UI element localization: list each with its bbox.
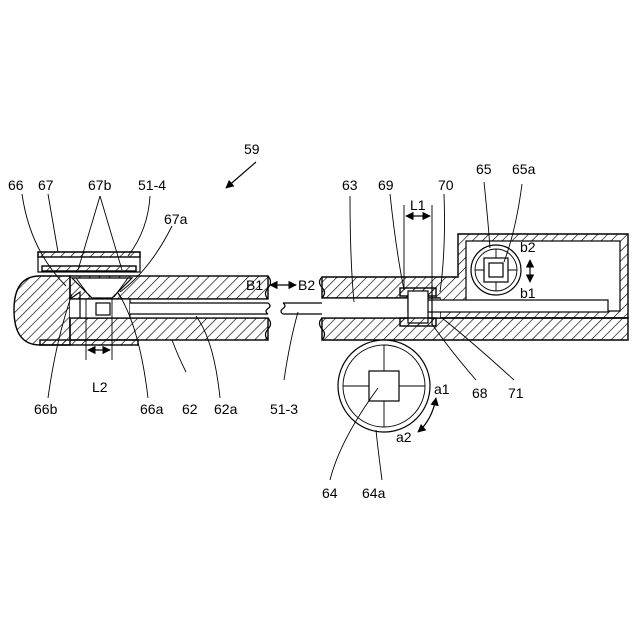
label-65: 65	[476, 161, 492, 177]
label-b2: b2	[520, 239, 536, 255]
label-L2: L2	[92, 379, 108, 395]
rod-end	[408, 300, 608, 312]
label-64: 64	[322, 485, 338, 501]
label-B2: B2	[298, 277, 315, 293]
label-64a: 64a	[362, 485, 386, 501]
label-66b: 66b	[34, 401, 58, 417]
label-63: 63	[342, 177, 358, 193]
label-67: 67	[38, 177, 54, 193]
label-62: 62	[182, 401, 198, 417]
label-67b: 67b	[88, 177, 112, 193]
label-70: 70	[438, 177, 454, 193]
sleeve-67-outer	[38, 252, 140, 257]
label-66: 66	[8, 177, 24, 193]
label-68: 68	[472, 385, 488, 401]
gear-64-shaft	[369, 371, 399, 401]
collar-71	[400, 318, 436, 326]
label-65a: 65a	[512, 161, 536, 177]
label-b1: b1	[520, 285, 536, 301]
label-L1: L1	[410, 197, 426, 213]
label-51-4: 51-4	[138, 177, 166, 193]
label-67a: 67a	[164, 211, 188, 227]
label-59: 59	[244, 141, 260, 157]
tube-62-lower-wall	[70, 318, 268, 340]
end-cap-66	[14, 276, 70, 345]
label-a1: a1	[434, 381, 450, 397]
label-66a: 66a	[140, 401, 164, 417]
sleeve-67-bottom	[40, 340, 138, 345]
label-62a: 62a	[214, 401, 238, 417]
housing-63-lower	[322, 318, 628, 340]
label-51-3: 51-3	[270, 401, 298, 417]
label-B1: B1	[246, 277, 263, 293]
slider-core	[96, 303, 110, 315]
label-a2: a2	[396, 429, 412, 445]
label-69: 69	[378, 177, 394, 193]
label-71: 71	[508, 385, 524, 401]
